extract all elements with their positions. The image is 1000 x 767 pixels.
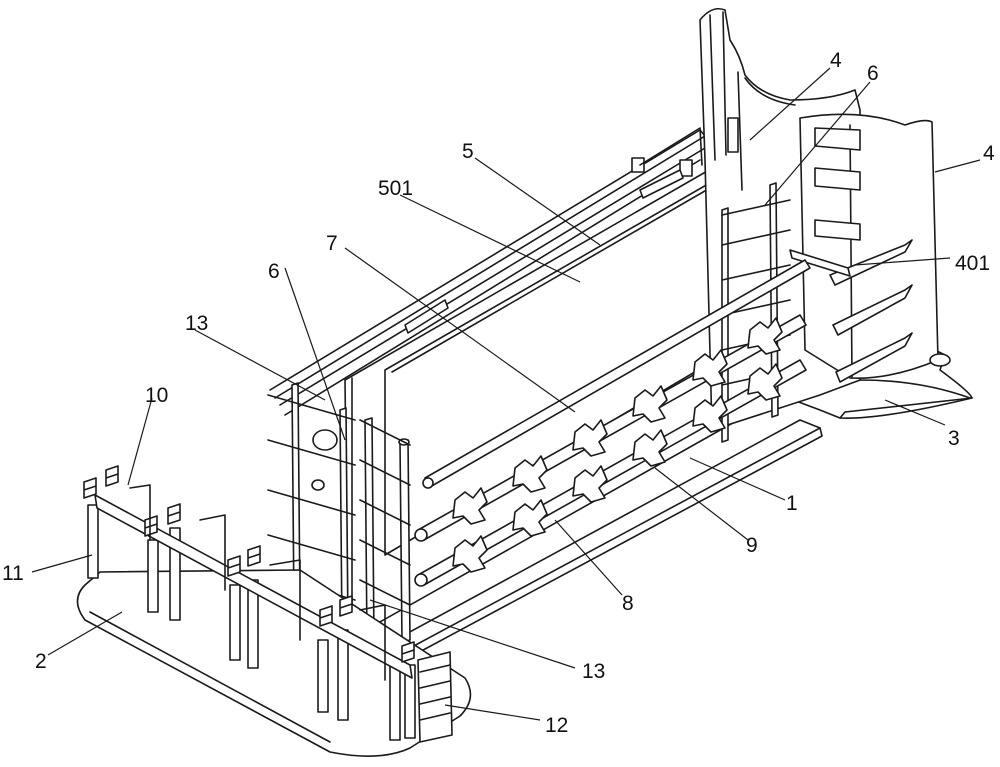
star-wheels-9 (452, 317, 783, 573)
label-9: 9 (746, 534, 758, 557)
label-11: 11 (2, 562, 24, 585)
ladder-6-front (267, 382, 411, 643)
label-4-b: 4 (983, 142, 995, 165)
label-401: 401 (955, 252, 990, 275)
label-7: 7 (326, 232, 338, 255)
label-8: 8 (622, 592, 634, 615)
label-1: 1 (786, 492, 798, 515)
label-10: 10 (145, 384, 168, 407)
ladder-6-rear (721, 182, 791, 443)
back-frame (269, 127, 706, 416)
link-bar-10 (94, 494, 413, 679)
rack-12 (129, 484, 453, 743)
label-3: 3 (948, 427, 960, 450)
label-13-a: 13 (185, 312, 208, 335)
label-6-b: 6 (268, 260, 280, 283)
posts-11 (87, 504, 416, 741)
label-13-b: 13 (582, 660, 605, 683)
label-2: 2 (35, 650, 47, 673)
label-4-a: 4 (830, 49, 842, 72)
rod-7 (422, 259, 811, 489)
label-6-a: 6 (867, 62, 879, 85)
label-12: 12 (545, 714, 568, 737)
springs (83, 465, 415, 663)
label-501: 501 (378, 177, 413, 200)
reference-labels: 1 2 3 4 4 5 501 6 6 7 8 9 10 11 12 13 13… (2, 49, 995, 737)
cylinder-shell-4-front (799, 113, 951, 379)
leader-lines (31, 67, 981, 721)
label-5: 5 (462, 140, 474, 163)
blades-401 (789, 239, 913, 383)
